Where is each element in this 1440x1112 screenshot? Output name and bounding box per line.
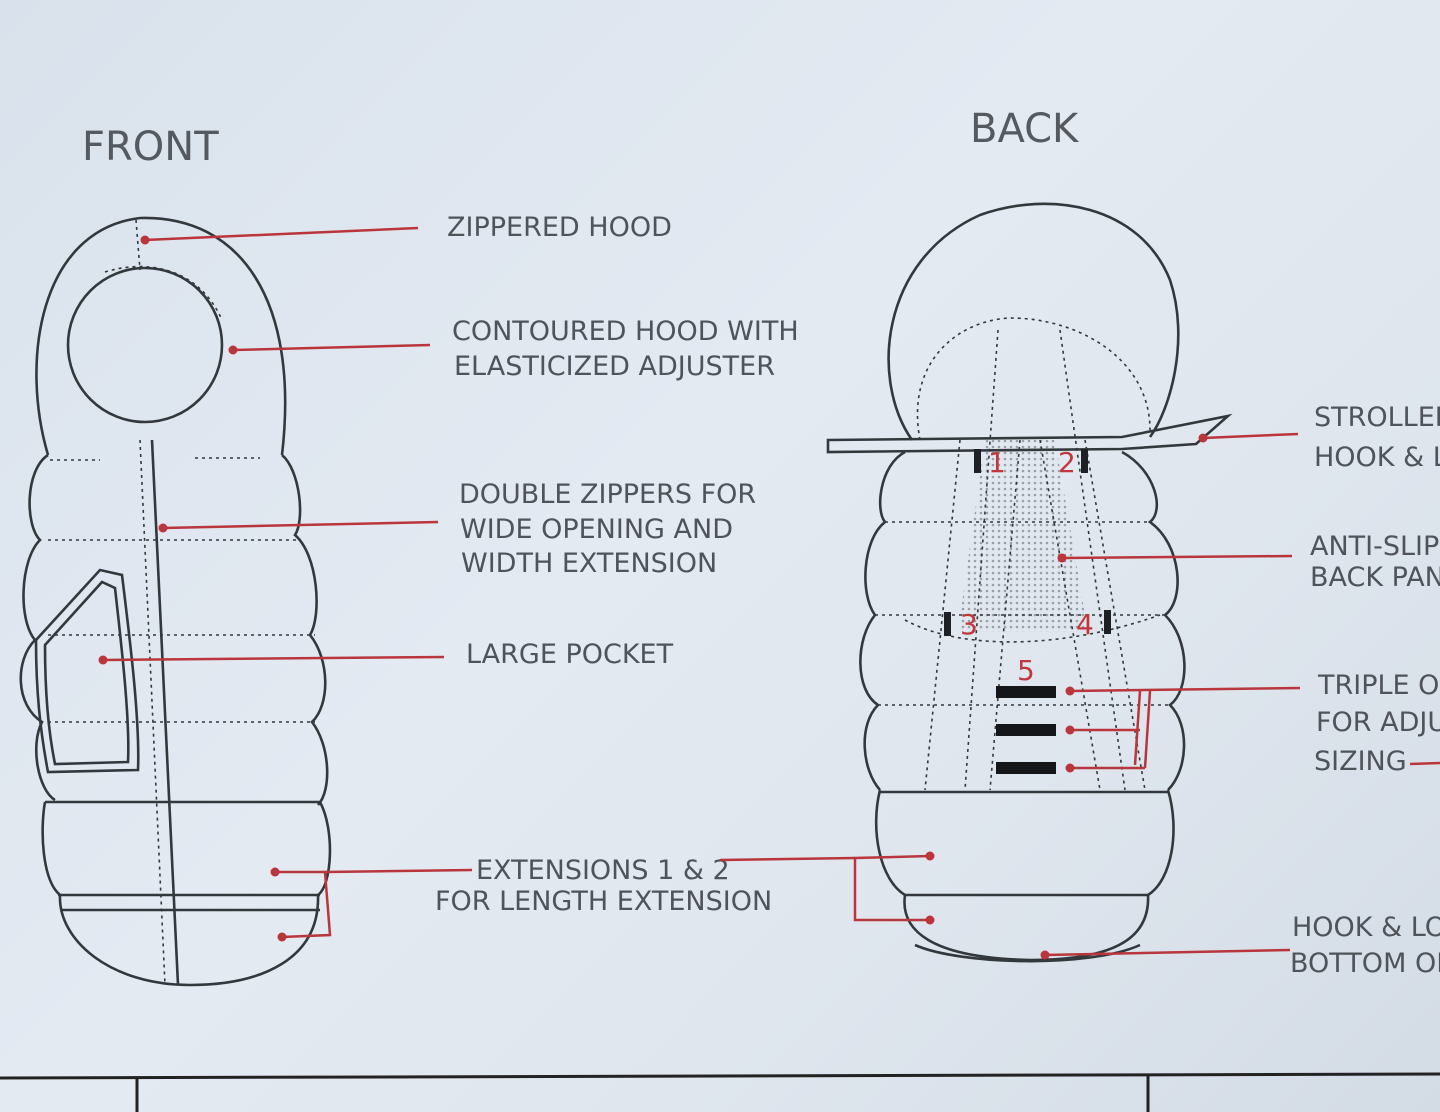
label-stroller-line2: HOOK & LO [1314, 442, 1440, 473]
front-leaders [98, 226, 473, 942]
pocket-outline [34, 568, 140, 774]
opening-bar [996, 762, 1056, 774]
back-title: BACK [970, 106, 1080, 152]
number-4: 4 [1076, 608, 1094, 641]
label-stroller-line1: STROLLER, [1314, 402, 1440, 433]
back-leaders [719, 432, 1440, 960]
front-garment [19, 216, 332, 987]
label-zippered-hood: ZIPPERED HOOD [447, 212, 672, 243]
label-hook-loop-line1: HOOK & LOOP [1292, 912, 1440, 943]
label-triple-line3: SIZING [1314, 746, 1407, 777]
label-contoured-hood-line1: CONTOURED HOOD WITH [452, 316, 799, 347]
label-contoured-hood-line2: ELASTICIZED ADJUSTER [454, 351, 775, 382]
label-hook-loop-line2: BOTTOM OPE [1290, 948, 1440, 979]
anti-slip-panel [958, 440, 1088, 632]
number-3: 3 [960, 608, 978, 641]
label-large-pocket: LARGE POCKET [466, 639, 674, 670]
opening-bar [996, 724, 1056, 736]
label-extensions-line2: FOR LENGTH EXTENSION [435, 886, 772, 917]
label-double-zippers-line1: DOUBLE ZIPPERS FOR [459, 479, 756, 510]
number-2: 2 [1058, 446, 1076, 479]
label-double-zippers-line2: WIDE OPENING AND [460, 514, 733, 545]
front-title: FRONT [82, 124, 219, 170]
label-anti-slip-line2: BACK PANE [1310, 562, 1440, 593]
back-garment [826, 202, 1233, 963]
opening-bar [996, 686, 1056, 698]
face-opening [66, 266, 224, 424]
label-double-zippers-line3: WIDTH EXTENSION [461, 548, 717, 579]
bottom-table-border [0, 1072, 1440, 1112]
stroller-strap [826, 413, 1233, 454]
label-triple-line2: FOR ADJUS [1316, 707, 1440, 738]
number-1: 1 [988, 446, 1006, 479]
number-5: 5 [1017, 654, 1035, 687]
label-extensions-line1: EXTENSIONS 1 & 2 [476, 855, 730, 886]
label-anti-slip-line1: ANTI-SLIP [1310, 531, 1439, 562]
label-triple-line1: TRIPLE OP [1317, 670, 1440, 701]
